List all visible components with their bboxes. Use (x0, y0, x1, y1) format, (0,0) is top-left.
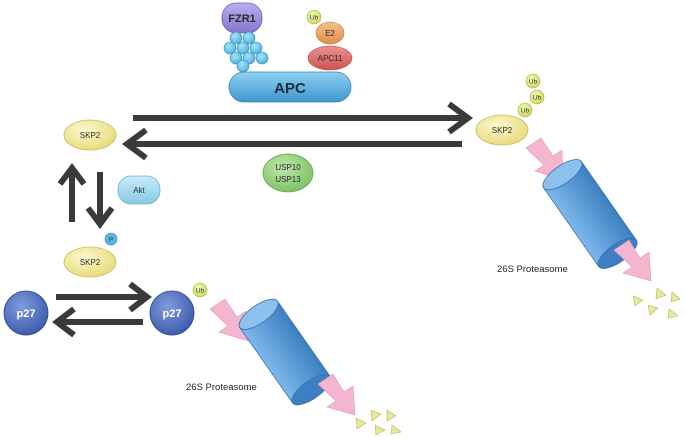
peptide-fragments-right (632, 287, 681, 319)
ub-p27-label: Ub (196, 288, 205, 295)
skp2-phospho-label: SKP2 (80, 258, 101, 267)
apc11-label: APC11 (318, 54, 343, 63)
svg-text:Ub: Ub (521, 108, 530, 115)
proteasome-right-group: 26S Proteasome (497, 137, 681, 319)
ub-p27 (192, 282, 208, 298)
apc-label: APC (274, 80, 306, 97)
phospho-label: P (109, 237, 113, 244)
apc-node (228, 71, 352, 103)
e2-node (315, 21, 345, 45)
proteasome-right-label: 26S Proteasome (497, 264, 568, 275)
e2-label: E2 (325, 29, 335, 38)
skp2-left-node (63, 119, 117, 151)
ub-e2-label: Ub (310, 15, 319, 22)
arrow-up (57, 163, 87, 222)
bead-cluster (223, 31, 269, 73)
skp2-ubiquitination-arrows (121, 101, 474, 161)
akt-label: Akt (133, 186, 145, 195)
p27-right-label: p27 (163, 308, 182, 320)
arrow-down (85, 172, 115, 229)
proteasome-bottom-group: 26S Proteasome (186, 298, 402, 436)
fzr1-node (221, 2, 263, 34)
svg-text:Ub: Ub (529, 79, 538, 86)
akt-node (117, 175, 161, 205)
arrow-left-bottom (52, 306, 143, 338)
p27-left-node (3, 290, 49, 336)
apc-complex: FZR1 Ub E2 APC11 APC (221, 2, 353, 103)
svg-text:Ub: Ub (533, 95, 542, 102)
apc11-node (307, 45, 353, 71)
pink-arrow-bottom-out (317, 373, 356, 416)
p27-ubiquitination-arrows (52, 281, 152, 338)
arrow-left-top (121, 127, 462, 161)
skp2-right-node (475, 114, 529, 146)
ub-chain-skp2: Ub Ub Ub (517, 73, 545, 118)
ub-e2 (306, 9, 322, 25)
fzr1-label: FZR1 (228, 13, 256, 25)
skp2-left-label: SKP2 (80, 131, 101, 140)
p27-right-node (149, 290, 195, 336)
arrow-right-bottom (56, 281, 152, 313)
phospho-badge (104, 232, 118, 246)
peptide-fragments-bottom (355, 409, 402, 436)
p27-left-label: p27 (17, 308, 36, 320)
skp2-phospho-node (63, 246, 117, 278)
arrow-right-top (133, 101, 474, 135)
skp2-right-label: SKP2 (492, 126, 513, 135)
pink-arrow-right-out (613, 239, 652, 282)
proteasome-bottom-cylinder (238, 298, 332, 406)
proteasome-bottom-label: 26S Proteasome (186, 382, 257, 393)
usp10-label: USP10 (275, 163, 301, 172)
phosphorylation-arrows (57, 163, 115, 229)
usp13-label: USP13 (275, 175, 301, 184)
usp-node (262, 153, 314, 193)
